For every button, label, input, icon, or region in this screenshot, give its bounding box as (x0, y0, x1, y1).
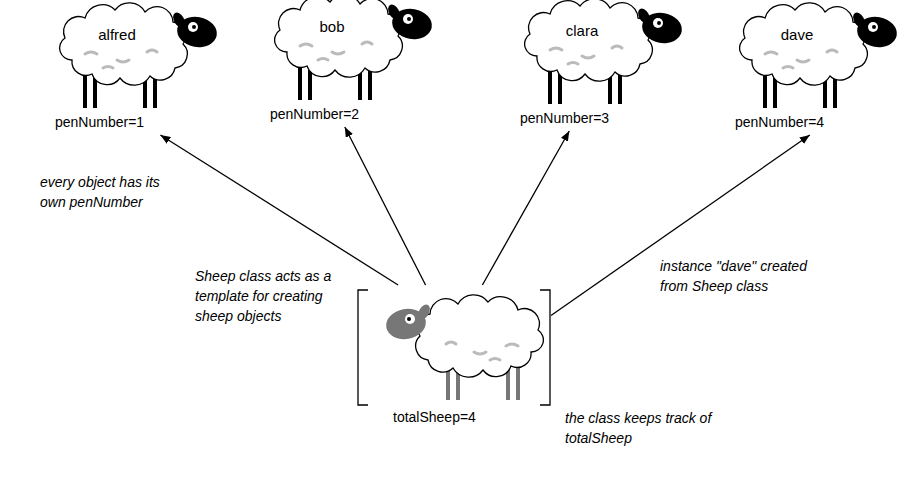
class-sheep-figure (384, 295, 544, 400)
sheep-object: clara penNumber=3 (520, 4, 690, 131)
sheep-figure (275, 0, 435, 100)
sheep-object: dave penNumber=4 (735, 8, 905, 135)
sheep-figure (740, 3, 900, 108)
note-text: instance "dave" created from Sheep class (660, 256, 825, 296)
sheep-object: bob penNumber=2 (270, 0, 440, 127)
sheep-object: alfred penNumber=1 (55, 8, 225, 135)
object-name: alfred (85, 26, 149, 43)
attribute-value: penNumber=4 (735, 114, 824, 131)
note-text: the class keeps track of totalSheep (565, 408, 740, 448)
bracket (358, 290, 368, 405)
class-box: totalSheep=4 (355, 285, 551, 430)
attribute-value: penNumber=3 (520, 110, 609, 127)
instance-arrow (482, 131, 569, 285)
attribute-value: penNumber=2 (270, 106, 359, 123)
attribute-value: totalSheep=4 (393, 409, 476, 426)
object-name: clara (550, 22, 614, 39)
object-name: dave (765, 26, 829, 43)
object-name: bob (300, 18, 364, 35)
sheep-figure (525, 0, 685, 104)
instance-arrow (160, 135, 398, 285)
attribute-value: penNumber=1 (55, 114, 144, 131)
sheep-figure (60, 3, 220, 108)
instance-arrow (345, 127, 426, 285)
note-text: every object has its own penNumber (40, 172, 172, 212)
note-text: Sheep class acts as a template for creat… (195, 266, 340, 326)
bracket (540, 290, 550, 405)
